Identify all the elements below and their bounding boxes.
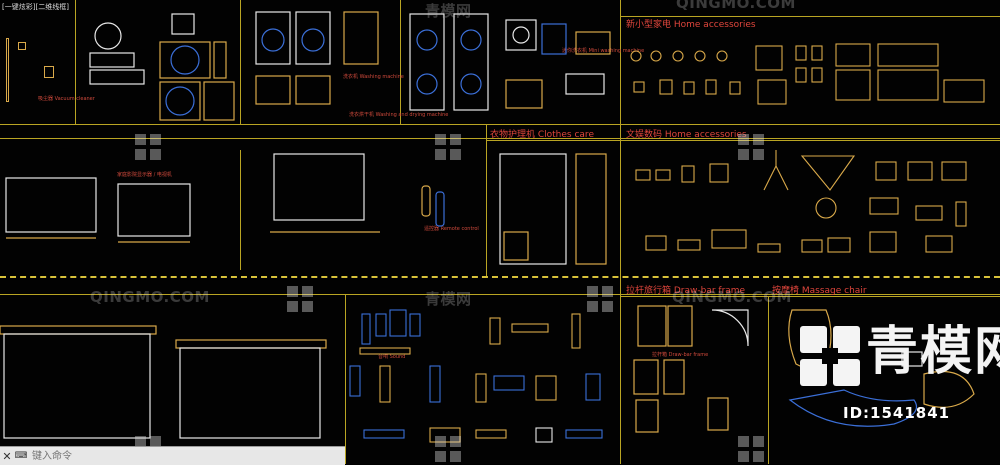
close-icon[interactable]: ✕ [2,449,12,463]
luggage-group [633,305,749,433]
frame-line [486,140,1000,141]
washer-dryer-group [409,13,611,111]
watermark-latin: QINGMO.COM [676,0,796,12]
note-washer-dryer: 洗衣烘干机 Washing and drying machine [349,112,449,118]
site-logo-text: 青模网 [866,322,1000,382]
frame-dashed-line [0,276,1000,278]
watermark-chinese: 青模网 [425,290,472,308]
watermark-logo-icon [435,436,461,462]
frame-line [0,294,1000,295]
command-tool-icon[interactable]: ⌨ [14,451,28,461]
tv-group [5,177,191,243]
section-title-luggage: 拉杆旅行箱 Draw-bar frame [626,286,746,296]
frame-line [0,124,1000,125]
note-tv: 家庭影院显示器 / 电视机 [117,172,172,178]
frame-line [345,294,346,464]
section-title-massage: 按摩椅 Massage chair [772,286,867,296]
massage-chair-group [788,309,975,427]
frame-line [75,0,76,124]
vacuum-stick [6,38,9,102]
asset-id-label: ID:1541841 [843,404,951,422]
watermark-logo-icon [738,436,764,462]
note-luggage: 拉杆箱 Draw-bar frame [652,352,709,358]
frame-line [240,0,241,124]
small-appliance-icons [630,43,985,105]
watermark-logo-icon [587,286,613,312]
frame-line [0,138,1000,139]
frame-line [486,124,487,276]
watermark-logo-icon [738,134,764,160]
command-input[interactable] [28,449,284,463]
frame-line [620,296,1000,297]
clothes-care-group [499,153,607,265]
command-line-bar: ✕ ⌨ [0,446,345,465]
digital-icons [635,150,967,253]
frame-line [240,150,241,270]
note-mini-washer: 迷你洗衣机 Mini washing machine [562,48,645,54]
watermark-latin: QINGMO.COM [90,288,210,306]
frame-line [400,0,401,124]
section-title-small-appliances: 新小型家电 Home accessories [626,20,756,30]
washing-machine-group [255,11,379,105]
vacuum-dock [44,66,54,78]
note-remote: 遥控器 Remote control [424,226,479,232]
projector-screen-group [0,325,327,439]
vacuum-head [18,42,26,50]
air-conditioner-group [89,13,235,121]
file-view-tab[interactable]: [一键炫彩][二维线框] [2,3,69,11]
watermark-latin: QINGMO.COM [672,288,792,306]
note-washer: 洗衣机 Washing machine [343,74,404,80]
sound-system-group [349,309,603,443]
section-title-digital: 文娱数码 Home accessories [626,130,747,140]
watermark-chinese: 青模网 [425,2,472,20]
site-logo-icon [800,326,860,386]
watermark-logo-icon [135,134,161,160]
frame-line [620,0,621,464]
watermark-logo-icon [435,134,461,160]
tv-remote-group [270,153,445,233]
section-title-clothes-care: 衣物护理机 Clothes care [490,130,594,140]
note-vacuum: 吸尘器 Vacuum cleaner [38,96,95,102]
note-sound: 音响 Sound [378,354,406,360]
watermark-logo-icon [287,286,313,312]
frame-line [620,16,1000,17]
frame-line [768,296,769,464]
